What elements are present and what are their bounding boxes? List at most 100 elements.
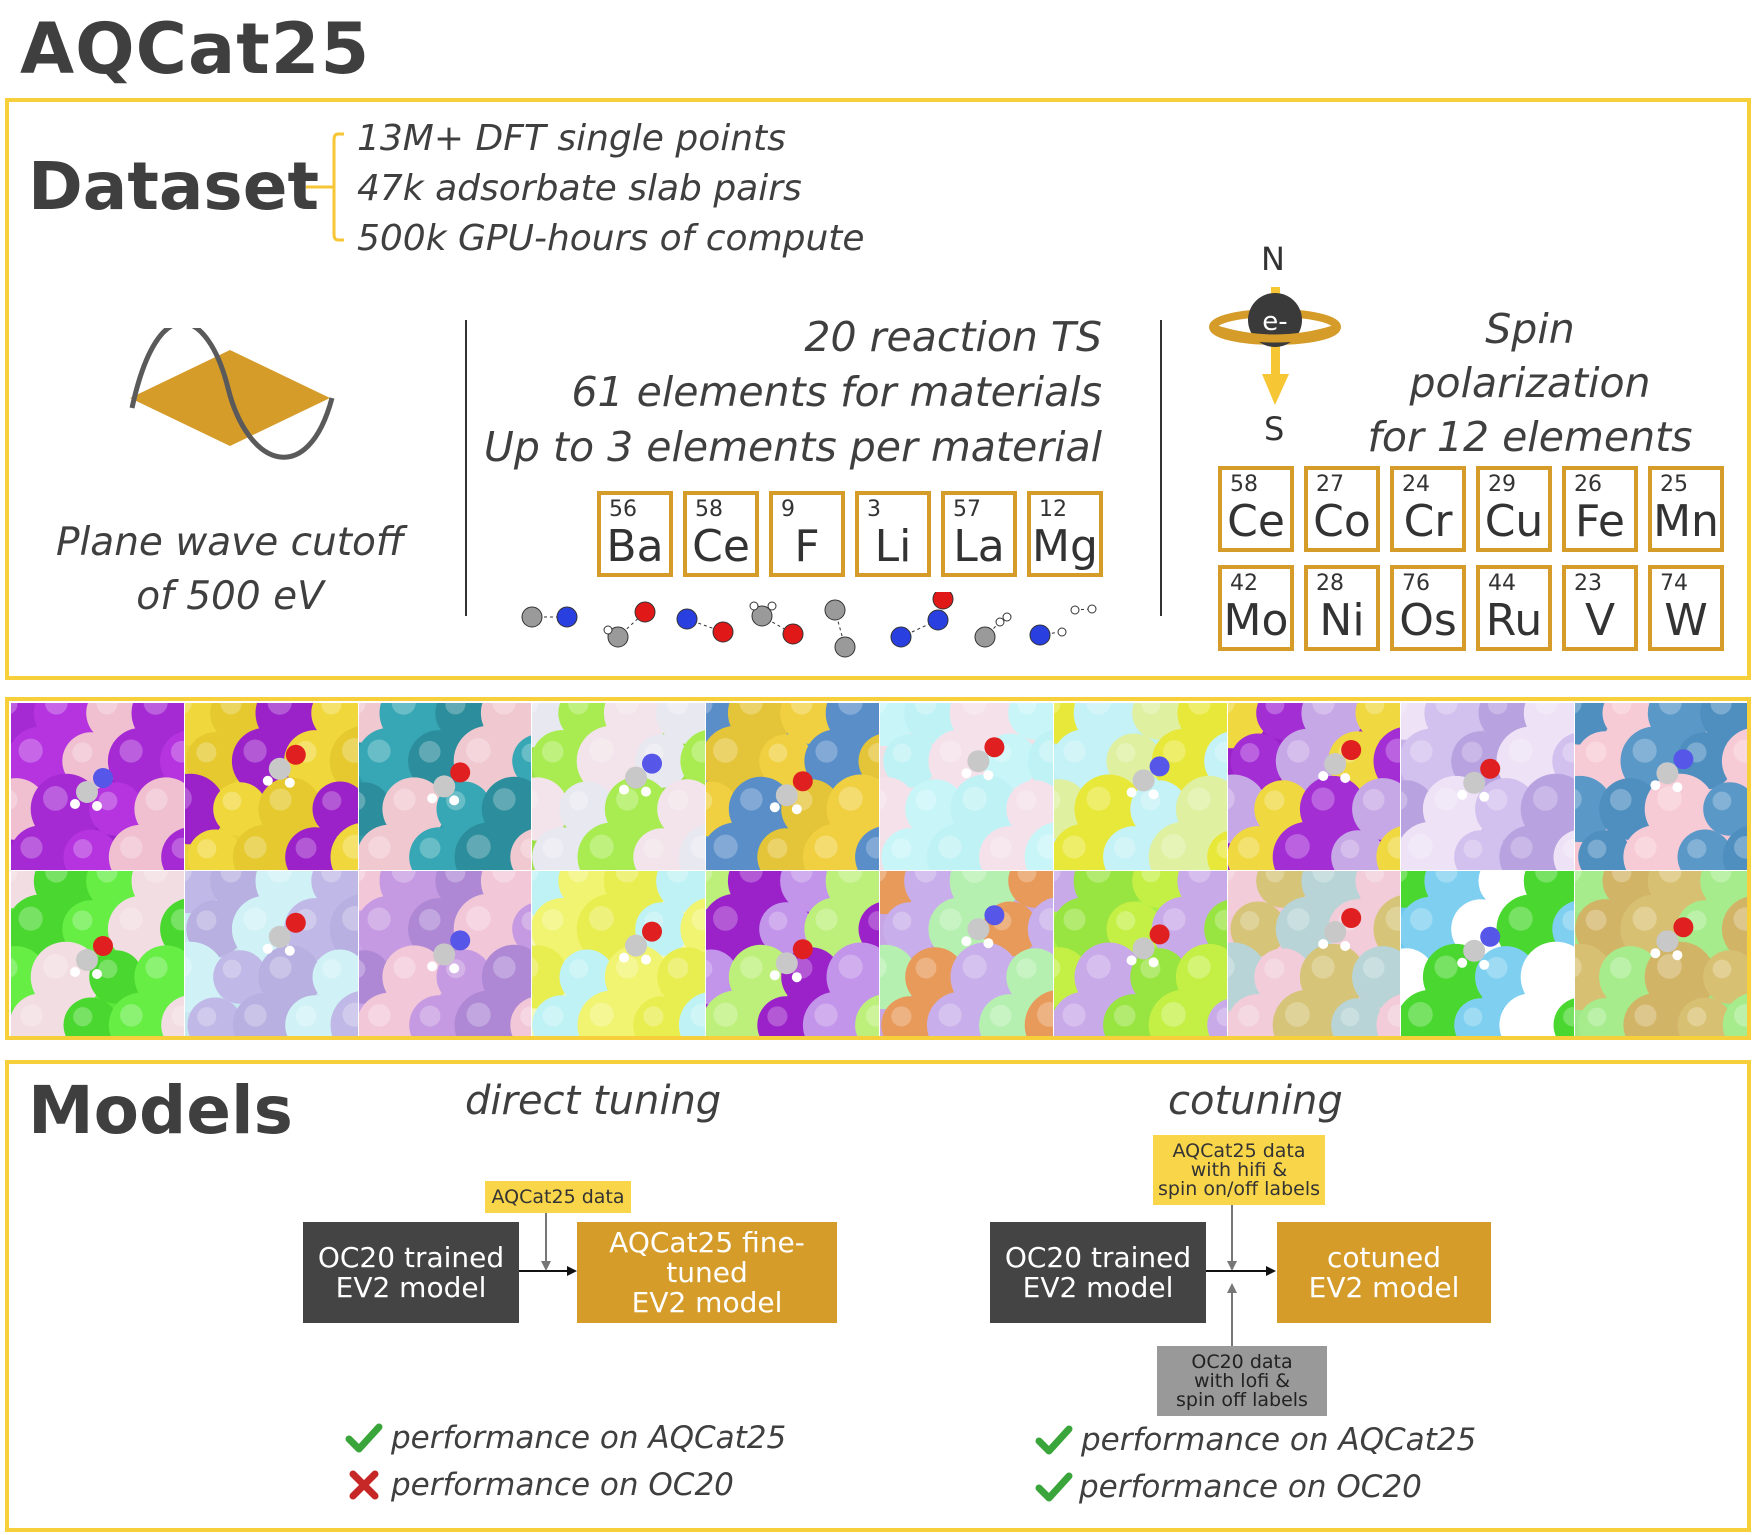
atom bbox=[509, 829, 532, 870]
atom bbox=[1204, 899, 1227, 958]
atom-highlight bbox=[492, 870, 516, 883]
molecule-h2 bbox=[1070, 604, 1097, 615]
atom-highlight bbox=[419, 1005, 441, 1026]
atom-highlight bbox=[706, 703, 713, 714]
atom-highlight bbox=[1141, 703, 1161, 715]
atom bbox=[408, 994, 469, 1036]
atom-highlight bbox=[98, 959, 118, 978]
atom-highlight bbox=[1575, 870, 1582, 882]
atom-highlight bbox=[519, 1005, 532, 1026]
atom bbox=[134, 944, 184, 1009]
molecule-nh bbox=[1029, 624, 1067, 646]
electron-symbol: e- bbox=[1262, 307, 1287, 337]
adsorbate-atom bbox=[1340, 740, 1361, 760]
atom-highlight bbox=[1187, 954, 1211, 979]
atom-highlight bbox=[120, 1003, 143, 1027]
atom bbox=[633, 995, 692, 1036]
atom-highlight bbox=[713, 834, 738, 859]
dataset-stats: 13M+ DFT single points 47k adsorbate sla… bbox=[357, 114, 865, 264]
atom bbox=[160, 898, 184, 959]
atom bbox=[1008, 703, 1053, 740]
direct-source-box: OC20 trained EV2 model bbox=[303, 1222, 519, 1323]
atom bbox=[1454, 830, 1509, 870]
atom-highlight bbox=[341, 905, 358, 931]
atom-highlight bbox=[269, 955, 292, 979]
atom-highlight bbox=[170, 908, 184, 931]
adsorbate-atom bbox=[1126, 787, 1137, 798]
atom-highlight bbox=[1434, 787, 1459, 811]
atom-highlight bbox=[589, 1002, 615, 1027]
atom-highlight bbox=[1612, 870, 1632, 882]
atom-highlight bbox=[492, 703, 516, 715]
atom-highlight bbox=[1265, 870, 1284, 882]
atom-highlight bbox=[1610, 788, 1632, 811]
atom-highlight bbox=[11, 870, 18, 882]
atom-highlight bbox=[1562, 742, 1575, 763]
reaction-line-1: 20 reaction TS bbox=[804, 313, 1102, 361]
atom-highlight bbox=[184, 870, 192, 882]
atom bbox=[1499, 992, 1563, 1036]
atoms-render bbox=[1575, 870, 1747, 1036]
atoms-render bbox=[706, 703, 879, 870]
atom bbox=[532, 994, 593, 1036]
atom bbox=[1027, 897, 1053, 960]
atom-highlight bbox=[1364, 870, 1384, 882]
atom-highlight bbox=[466, 1002, 491, 1027]
atom-highlight bbox=[295, 1005, 317, 1026]
atom-highlight bbox=[119, 906, 143, 931]
atom-highlight bbox=[1535, 870, 1558, 883]
plane-wave-icon bbox=[129, 328, 335, 460]
structure-tile bbox=[532, 870, 706, 1036]
atom-highlight bbox=[915, 957, 937, 978]
atom-highlight bbox=[767, 838, 788, 859]
atom-highlight bbox=[20, 836, 43, 859]
adsorbate-atom bbox=[448, 962, 459, 973]
adsorbate-atom bbox=[1673, 916, 1694, 937]
atom bbox=[1475, 945, 1538, 1008]
atom bbox=[312, 781, 358, 837]
atom bbox=[1578, 830, 1632, 870]
atom-highlight bbox=[45, 870, 68, 883]
atom bbox=[1454, 997, 1509, 1036]
adsorbate-atom bbox=[984, 904, 1005, 925]
atom-highlight bbox=[838, 954, 863, 979]
atom-highlight bbox=[1162, 740, 1186, 763]
atom-highlight bbox=[269, 788, 292, 811]
atom-highlight bbox=[1401, 958, 1408, 978]
direct-result-oc20: performance on OC20 bbox=[345, 1461, 786, 1508]
atom-highlight bbox=[243, 906, 267, 931]
atom-highlight bbox=[1216, 839, 1227, 859]
atom-highlight bbox=[892, 911, 912, 930]
atom bbox=[1401, 821, 1467, 870]
adsorbate-atom bbox=[285, 912, 306, 933]
adsorbate-atom bbox=[791, 804, 802, 815]
adsorbate-atom bbox=[1672, 782, 1683, 793]
atom-highlight bbox=[1510, 1003, 1533, 1027]
atom bbox=[358, 727, 422, 795]
models-panel bbox=[5, 1060, 1751, 1532]
atom-highlight bbox=[1508, 738, 1534, 763]
atom-highlight bbox=[1239, 910, 1259, 930]
atom-highlight bbox=[72, 909, 93, 930]
check-icon bbox=[345, 1423, 383, 1452]
atom-highlight bbox=[740, 955, 763, 979]
atom-highlight bbox=[1734, 1003, 1747, 1027]
adsorbate-atom bbox=[70, 966, 80, 977]
atom-highlight bbox=[568, 870, 589, 882]
atom-highlight bbox=[1634, 1003, 1657, 1027]
reaction-line-2: 61 elements for materials bbox=[571, 368, 1102, 416]
atom-highlight bbox=[1585, 741, 1607, 763]
atom-highlight bbox=[96, 870, 118, 882]
atom-highlight bbox=[1311, 787, 1335, 811]
atom-highlight bbox=[1435, 870, 1458, 883]
atom bbox=[905, 779, 965, 839]
atom bbox=[1553, 830, 1575, 870]
spin-electron-icon: e- bbox=[1209, 287, 1341, 405]
atom-highlight bbox=[1712, 791, 1732, 811]
cotuning-target-line-2: EV2 model bbox=[1308, 1270, 1460, 1304]
adsorbate-atom bbox=[76, 781, 98, 803]
adsorbate-atom bbox=[1317, 938, 1328, 949]
structure-tile bbox=[880, 870, 1053, 1036]
